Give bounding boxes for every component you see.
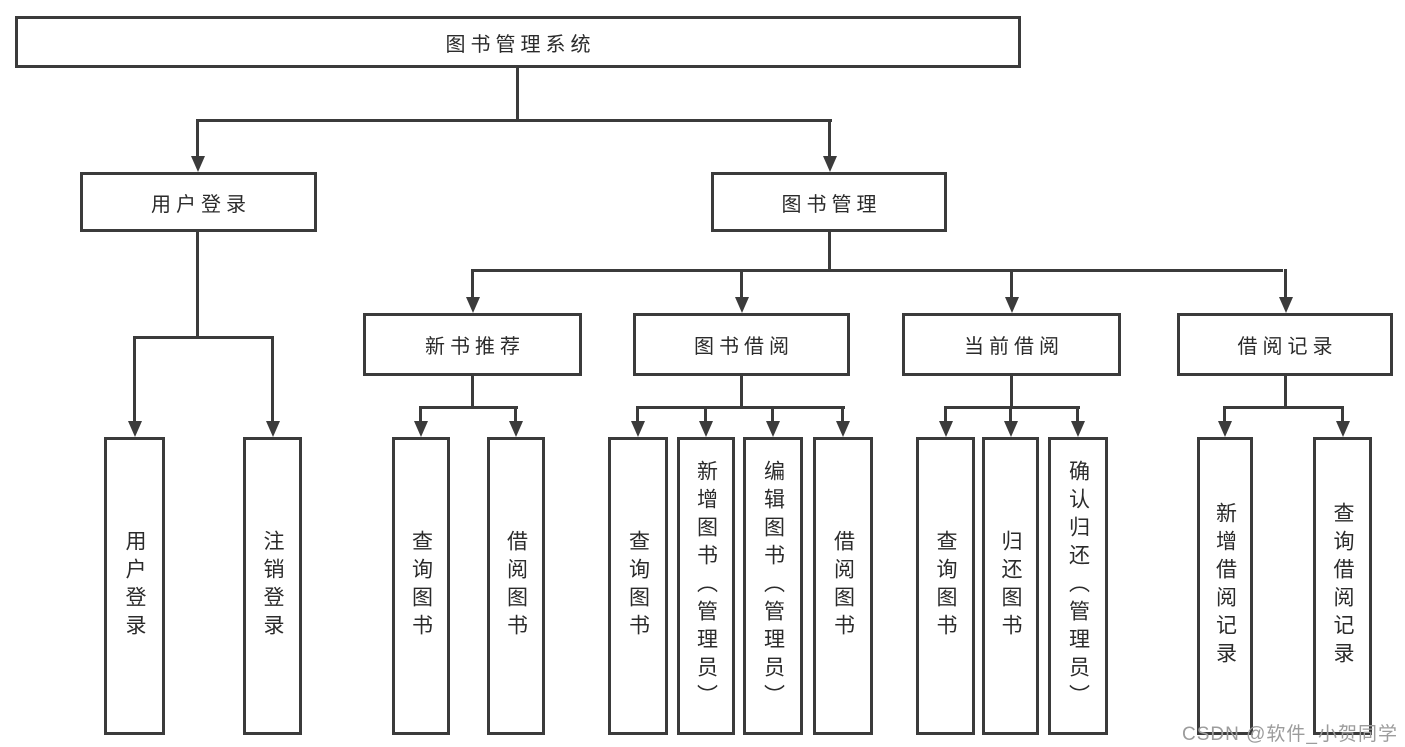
node-query-books: 查询图书: [608, 437, 668, 735]
connector-drop-manage: [828, 119, 831, 157]
node-current-borrowing: 当前借阅: [902, 313, 1121, 376]
arrow-down-icon: [1004, 421, 1018, 437]
connector-drop: [944, 406, 947, 424]
arrow-down-icon: [1071, 421, 1085, 437]
arrow-down-icon: [1218, 421, 1232, 437]
connector-drop: [704, 406, 707, 424]
arrow-down-icon: [836, 421, 850, 437]
connector-drop: [1223, 406, 1226, 424]
arrow-down-icon: [939, 421, 953, 437]
node-add-borrow-record: 新增借阅记录: [1197, 437, 1253, 735]
connector-branch-bus: [1223, 406, 1344, 409]
connector-drop: [514, 406, 517, 424]
connector-drop: [771, 406, 774, 424]
node-query-books: 查询图书: [392, 437, 450, 735]
node-borrow-books: 借阅图书: [487, 437, 545, 735]
node-borrowing-records: 借阅记录: [1177, 313, 1393, 376]
connector-branch-stem: [471, 376, 474, 408]
connector-drop: [133, 336, 136, 423]
arrow-down-icon: [766, 421, 780, 437]
node-user-login-leaf: 用户登录: [104, 437, 165, 735]
arrow-down-icon: [266, 421, 280, 437]
watermark-text: CSDN @软件_小贺同学: [1182, 724, 1398, 745]
arrow-down-icon: [699, 421, 713, 437]
connector-login-stem: [196, 232, 199, 339]
arrow-down-icon: [509, 421, 523, 437]
node-confirm-return-admin: 确认归还（管理员）: [1048, 437, 1108, 735]
node-book-borrowing: 图书借阅: [633, 313, 850, 376]
connector-root-stem: [516, 68, 519, 120]
connector-drop: [636, 406, 639, 424]
connector-manage-bus: [471, 269, 1283, 272]
node-add-book-admin: 新增图书（管理员）: [677, 437, 735, 735]
connector-branch-stem: [1284, 376, 1287, 408]
connector-drop: [1010, 269, 1013, 299]
connector-branch-stem: [1010, 376, 1013, 408]
arrow-down-icon: [128, 421, 142, 437]
arrow-down-icon: [1336, 421, 1350, 437]
connector-drop: [1284, 269, 1287, 299]
node-edit-book-admin: 编辑图书（管理员）: [743, 437, 803, 735]
connector-login-bus: [133, 336, 274, 339]
connector-drop: [1341, 406, 1344, 424]
connector-branch-bus: [419, 406, 518, 409]
arrow-down-icon: [735, 297, 749, 313]
connector-drop: [841, 406, 844, 424]
node-book-management: 图书管理: [711, 172, 947, 232]
node-library-management-system: 图书管理系统: [15, 16, 1021, 68]
connector-drop: [419, 406, 422, 424]
connector-drop: [740, 269, 743, 299]
connector-manage-stem: [828, 232, 831, 272]
connector-root-bus: [196, 119, 832, 122]
connector-branch-bus: [944, 406, 1080, 409]
connector-branch-stem: [740, 376, 743, 408]
arrow-down-icon: [191, 156, 205, 172]
node-new-book-recommendation: 新书推荐: [363, 313, 582, 376]
connector-branch-bus: [636, 406, 845, 409]
connector-drop: [271, 336, 274, 423]
arrow-down-icon: [414, 421, 428, 437]
arrow-down-icon: [1279, 297, 1293, 313]
arrow-down-icon: [631, 421, 645, 437]
node-return-books: 归还图书: [982, 437, 1039, 735]
node-borrow-books: 借阅图书: [813, 437, 873, 735]
connector-drop: [471, 269, 474, 299]
arrow-down-icon: [1005, 297, 1019, 313]
connector-drop: [1009, 406, 1012, 424]
connector-drop-login: [196, 119, 199, 157]
node-query-borrow-record: 查询借阅记录: [1313, 437, 1372, 735]
connector-drop: [1076, 406, 1079, 424]
arrow-down-icon: [823, 156, 837, 172]
node-user-login: 用户登录: [80, 172, 317, 232]
node-query-books: 查询图书: [916, 437, 975, 735]
node-logout-leaf: 注销登录: [243, 437, 302, 735]
arrow-down-icon: [466, 297, 480, 313]
